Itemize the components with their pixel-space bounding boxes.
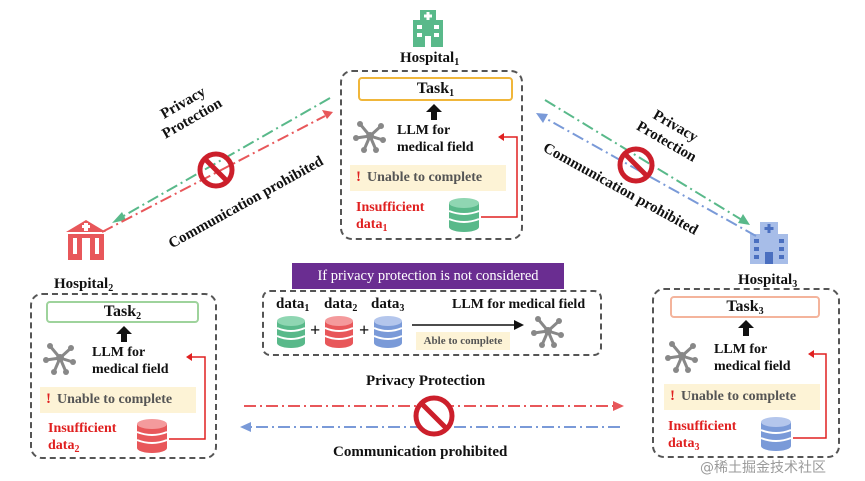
hospital2-label: Hospital2 <box>54 276 114 294</box>
hospital3-box <box>652 288 840 458</box>
bottom-comm-label: Communication prohibited <box>333 444 508 460</box>
feedback-arrow-2 <box>169 353 206 440</box>
brain-network-icon <box>665 341 698 373</box>
center-data3-label: data3 <box>371 296 405 314</box>
feedback-arrow-3 <box>793 350 827 439</box>
up-arrow-icon <box>426 104 442 120</box>
task3-box: Task3 <box>670 296 820 318</box>
center-data1-label: data1 <box>276 296 310 314</box>
center-llm-label: LLM for medical field <box>452 297 586 312</box>
center-banner: If privacy protection is not considered <box>292 263 564 289</box>
plus-sign-1: + <box>310 320 321 340</box>
hospital-icon <box>66 220 106 260</box>
center-banner-text: If privacy protection is not considered <box>317 268 539 284</box>
hospital1-unable: !Unable to complete <box>350 165 506 191</box>
database-icon <box>760 417 792 451</box>
database-icon <box>324 316 354 348</box>
brain-network-icon <box>43 343 76 375</box>
up-arrow-icon <box>738 320 754 336</box>
hospital1-label: Hospital1 <box>400 50 460 68</box>
center-data2-label: data2 <box>324 296 358 314</box>
center-box <box>262 290 602 356</box>
center-able-badge: Able to complete <box>416 332 510 350</box>
hospital1-box <box>340 70 523 240</box>
hospital2-unable: !Unable to complete <box>40 387 196 413</box>
database-icon <box>373 316 403 348</box>
bottom-privacy-label: Privacy Protection <box>366 373 486 389</box>
plus-sign-2: + <box>359 320 370 340</box>
hospital-icon <box>750 222 788 264</box>
prohibited-icon <box>197 151 235 189</box>
task2-box: Task2 <box>46 301 199 323</box>
feedback-arrow-1 <box>481 133 518 218</box>
watermark: @稀土掘金技术社区 <box>700 460 826 476</box>
database-icon <box>276 316 306 348</box>
brain-network-icon <box>531 316 564 348</box>
hospital3-unable: !Unable to complete <box>664 384 820 410</box>
database-icon <box>448 198 480 232</box>
hospital3-label: Hospital3 <box>738 272 798 290</box>
prohibited-icon <box>413 395 455 437</box>
database-icon <box>136 419 168 453</box>
center-arrow <box>412 320 524 330</box>
task1-box: Task1 <box>358 77 513 101</box>
hospital-icon <box>413 10 443 47</box>
up-arrow-icon <box>116 326 132 342</box>
hospital2-box <box>30 293 217 459</box>
brain-network-icon <box>353 121 386 153</box>
prohibited-icon <box>617 146 655 184</box>
